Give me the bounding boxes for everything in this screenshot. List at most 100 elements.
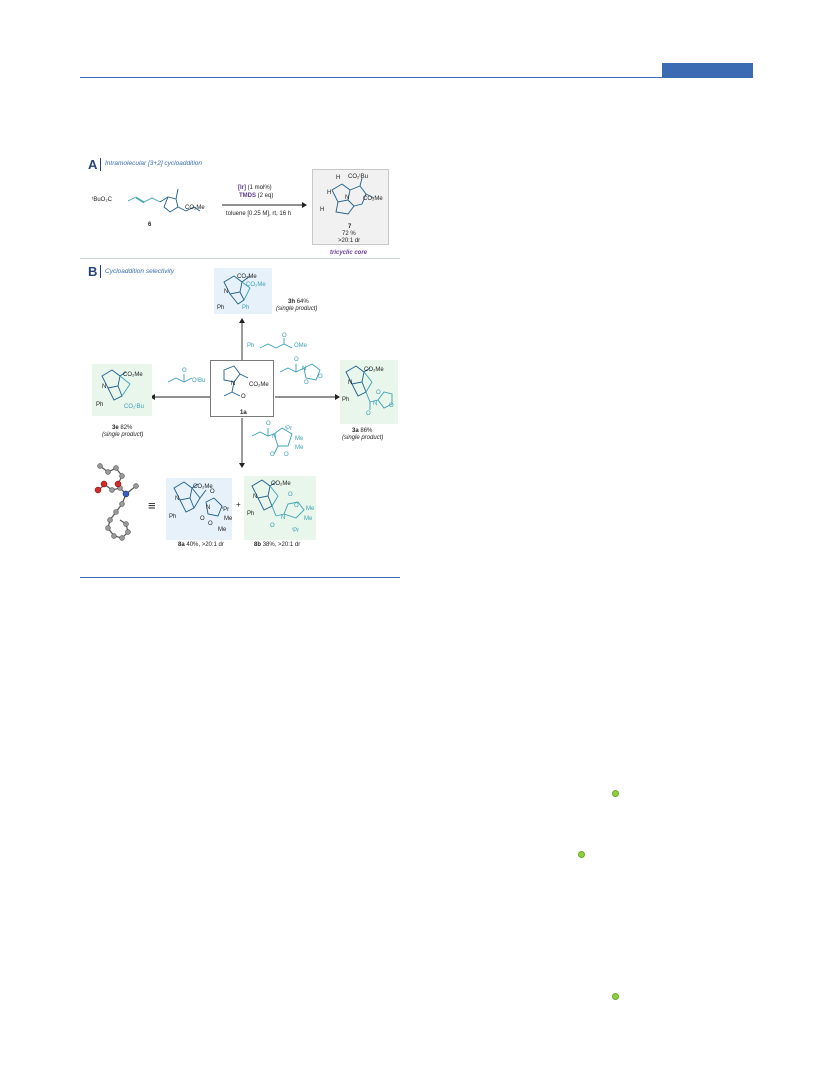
product-3e-label: 3e — [112, 425, 119, 431]
catalyst-loading-text: (1 mol%) — [247, 185, 272, 191]
product-8b-ipr: ⁱPr — [292, 528, 300, 534]
product-8b-n: N — [253, 494, 258, 500]
substrate-1a-o: O — [241, 394, 246, 400]
product-8b-o1: O — [288, 492, 293, 498]
product-7-h-left: H — [327, 190, 332, 196]
product-7-dr: >20:1 dr — [338, 238, 361, 244]
panel-b-title: Cycloaddition selectivity — [105, 268, 175, 275]
reagent-right-o2: O — [318, 374, 323, 380]
reagent-bottom-o3: O — [284, 452, 289, 458]
product-3h-n: N — [224, 289, 229, 295]
reactant-6-structure — [127, 188, 201, 213]
panel-separator — [80, 258, 400, 259]
product-3a-yield: 86% — [360, 428, 373, 434]
product-7-label: 7 — [348, 224, 352, 230]
substrate-1a-label: 1a — [240, 410, 247, 416]
product-3e-n: N — [102, 384, 107, 390]
product-3e-structure — [101, 369, 131, 401]
product-3h-note: (single product) — [276, 306, 318, 312]
reagent-right-o: O — [294, 357, 299, 363]
panel-b-bar — [100, 265, 101, 278]
product-8b-n2: N — [281, 515, 286, 521]
reagent-bottom-o: O — [266, 421, 271, 427]
product-8a-ipr: ⁱPr — [222, 507, 230, 513]
product-8b-ester: CO₂Me — [271, 481, 291, 487]
product-7-h-bottom: H — [320, 207, 325, 213]
product-3h-ph1: Ph — [217, 305, 225, 311]
product-3h-structure — [223, 275, 251, 305]
product-3a-structure — [345, 365, 393, 410]
product-8a-text: 40%, >20:1 dr — [186, 542, 224, 548]
product-7-h-top: H — [336, 175, 341, 181]
product-8b-highlight — [244, 476, 316, 540]
equivalence-symbol: ≡ — [148, 498, 156, 513]
product-7-box — [312, 169, 389, 245]
product-8b-me2: Me — [304, 516, 313, 522]
product-3e-yield: 82% — [120, 425, 133, 431]
product-3e-highlight — [92, 364, 152, 416]
product-3h-highlight — [214, 268, 272, 314]
product-3e-ester1: CO₂Me — [123, 372, 143, 378]
reaction-arrow-a — [222, 202, 307, 208]
arrow-right — [275, 394, 340, 400]
panel-a-title: Intramolecular [3+2] cycloaddition — [105, 160, 203, 167]
product-8a-ester: CO₂Me — [193, 484, 213, 490]
product-8b-me1: Me — [306, 506, 315, 512]
product-3e-ester2: CO₂ᵗBu — [124, 404, 144, 410]
condition-reductant-line: TMDS (2 eq) — [239, 193, 273, 199]
product-7-subst-top: CO₂ᵗBu — [348, 174, 368, 180]
arrow-down — [239, 418, 245, 468]
reagent-bottom-structure — [251, 427, 293, 455]
catalyst-text: [Ir] — [238, 185, 246, 191]
product-3a-highlight — [340, 360, 398, 424]
product-8a-structure — [173, 481, 223, 517]
reagent-top-ome: OMe — [294, 343, 308, 349]
panel-b-letter: B — [88, 264, 98, 279]
product-3e-result: 3e 82% — [112, 425, 132, 431]
product-7-structure — [331, 177, 375, 215]
arrow-left — [150, 394, 210, 400]
header-rule — [80, 77, 753, 78]
reagent-top-ph: Ph — [247, 343, 255, 349]
product-8a-label: 8a — [178, 542, 185, 548]
product-3a-ph: Ph — [342, 397, 350, 403]
product-7-n: N — [345, 195, 350, 201]
reagent-left-obu: OᵗBu — [192, 378, 206, 384]
reductant-text: TMDS — [239, 193, 256, 199]
marker-dot-2 — [578, 851, 585, 858]
arrow-up — [239, 318, 245, 360]
crystal-structure-image — [94, 463, 139, 541]
product-3a-ester: CO₂Me — [364, 367, 384, 373]
product-3h-result: 3h 64% — [288, 299, 309, 305]
product-3h-label: 3h — [288, 299, 296, 305]
plus-sign: + — [236, 500, 241, 509]
product-3a-n2: N — [373, 401, 378, 407]
reagent-bottom-n: N — [272, 434, 277, 440]
reagent-bottom-ipr: ⁱPr — [285, 426, 293, 432]
product-3a-n: N — [348, 380, 353, 386]
marker-dot-3 — [612, 993, 619, 1000]
reagent-bottom-me1: Me — [295, 436, 304, 442]
reagent-right-o3: O — [304, 380, 309, 386]
product-3h-ester2: CO₂Me — [246, 282, 266, 288]
substrate-1a-n: N — [231, 381, 236, 387]
header-tab — [662, 63, 753, 77]
product-8a-o1: O — [210, 489, 215, 495]
product-8a-ph: Ph — [169, 514, 177, 520]
product-8b-o2: O — [294, 503, 299, 509]
product-8a-me1: Me — [224, 516, 233, 522]
substrate-1a-structure — [223, 365, 249, 397]
condition-solvent: toluene [0.25 M], rt, 16 h — [226, 211, 292, 217]
product-3e-note: (single product) — [102, 432, 144, 438]
reagent-top-structure — [259, 338, 293, 349]
reductant-eq-text: (2 eq) — [257, 193, 274, 199]
product-3e-ph: Ph — [96, 402, 104, 408]
reagent-bottom-o2: O — [270, 452, 275, 458]
product-8b-result: 8b 38%, >20:1 dr — [254, 542, 300, 548]
tricyclic-core-label: tricyclic core — [330, 250, 368, 256]
reactant-6-ester-left: ᵗBuO₂C — [92, 197, 112, 203]
product-8a-n: N — [175, 496, 180, 502]
product-8b-ph: Ph — [247, 511, 255, 517]
reactant-6-label: 6 — [148, 222, 152, 228]
product-3a-result: 3a 86% — [352, 428, 372, 434]
